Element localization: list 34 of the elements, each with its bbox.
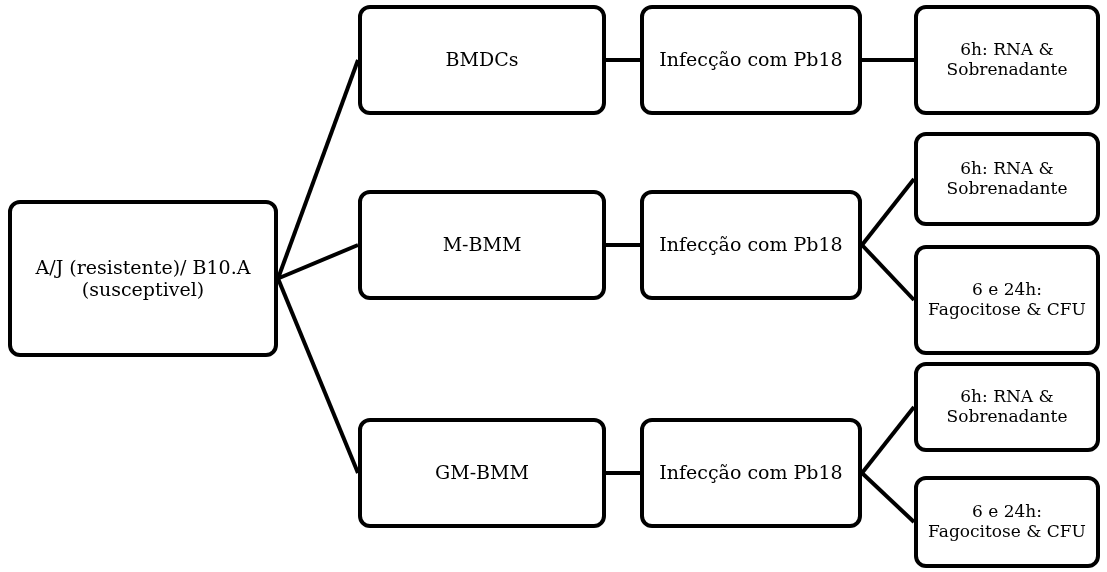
box-label: A/J (resistente)/ B10.A (susceptivel) <box>34 256 252 301</box>
process-box <box>358 418 606 528</box>
process-box <box>914 362 1100 452</box>
box-label: Infecção com Pb18 <box>659 234 843 256</box>
connector-line <box>860 471 916 524</box>
process-box <box>640 5 862 115</box>
box-label: BMDCs <box>445 49 519 71</box>
box-label: 6h: RNA & Sobrenadante <box>945 40 1069 80</box>
process-box <box>640 418 862 528</box>
process-box <box>914 132 1100 226</box>
box-label: 6 e 24h: Fagocitose & CFU <box>927 280 1087 320</box>
process-box <box>8 200 278 357</box>
connector-line <box>606 58 640 62</box>
connector-line <box>860 177 916 247</box>
connector-line <box>606 471 640 475</box>
process-box <box>358 5 606 115</box>
box-label: Infecção com Pb18 <box>659 49 843 71</box>
box-label: 6 e 24h: Fagocitose & CFU <box>927 502 1087 542</box>
connector-line <box>860 243 916 302</box>
connector-line <box>277 243 359 281</box>
process-box <box>358 190 606 300</box>
process-box <box>914 476 1100 568</box>
process-box <box>640 190 862 300</box>
box-label: Infecção com Pb18 <box>659 462 843 484</box>
box-label: 6h: RNA & Sobrenadante <box>945 159 1069 199</box>
box-label: M-BMM <box>442 234 522 256</box>
connector-line <box>276 277 360 474</box>
box-label: 6h: RNA & Sobrenadante <box>945 387 1069 427</box>
connector-line <box>606 243 640 247</box>
process-box <box>914 5 1100 115</box>
connector-line <box>862 58 914 62</box>
process-box <box>914 245 1100 355</box>
box-label: GM-BMM <box>435 462 529 484</box>
connector-line <box>860 405 916 475</box>
